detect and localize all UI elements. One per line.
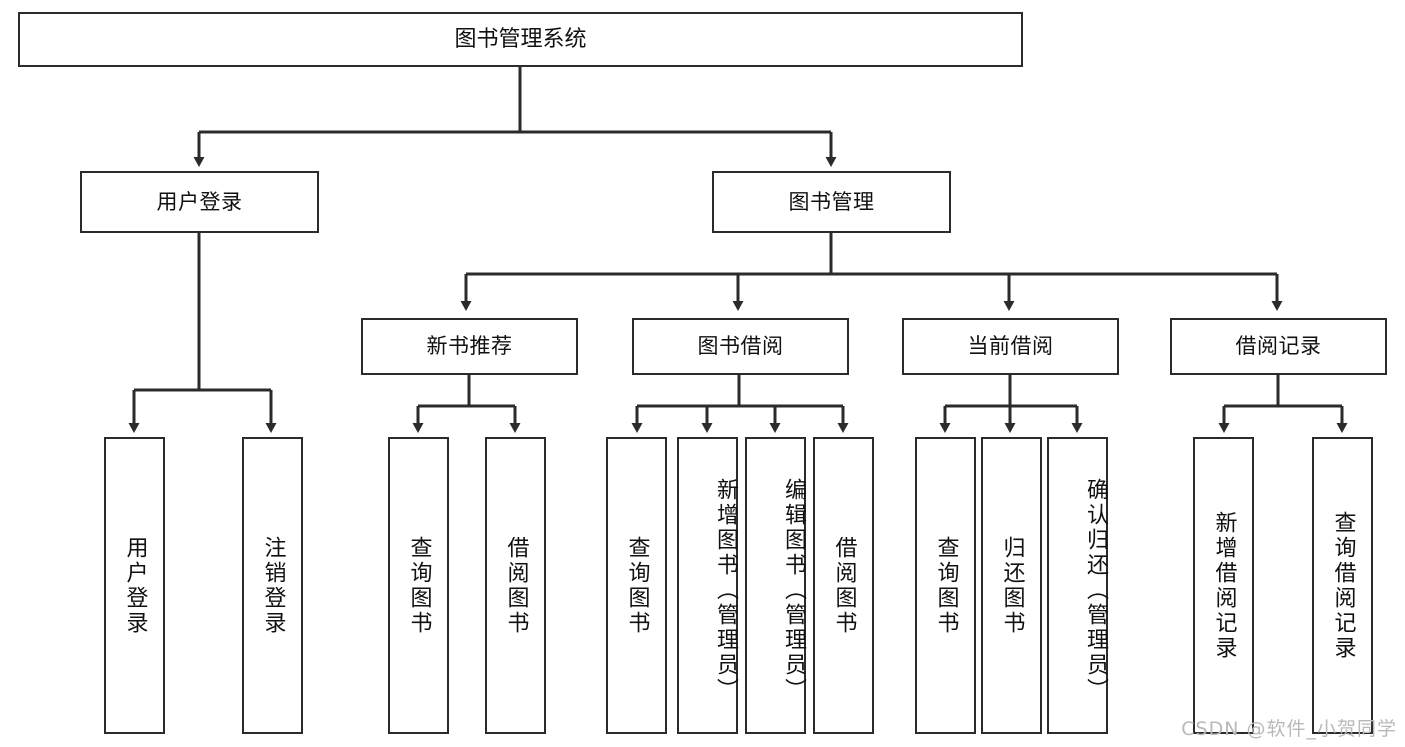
node-current-borrow[interactable]: 当前借阅 bbox=[902, 318, 1119, 375]
leaf-user-login[interactable]: 用户登录 bbox=[104, 437, 165, 734]
leaf-borrow-book[interactable]: 借阅图书 bbox=[813, 437, 874, 734]
node-book-borrow[interactable]: 图书借阅 bbox=[632, 318, 849, 375]
node-user-login[interactable]: 用户登录 bbox=[80, 171, 319, 233]
leaf-return-book[interactable]: 归还图书 bbox=[981, 437, 1042, 734]
node-label: 查询图书 bbox=[933, 535, 959, 636]
node-label: 当前借阅 bbox=[967, 334, 1054, 359]
node-label: 图书管理 bbox=[788, 189, 875, 214]
leaf-query-book-borrow[interactable]: 查询图书 bbox=[606, 437, 667, 734]
node-label: 借阅记录 bbox=[1235, 334, 1322, 359]
leaf-confirm-return-admin[interactable]: 确认归还（管理员） bbox=[1047, 437, 1108, 734]
leaf-query-book-recommend[interactable]: 查询图书 bbox=[388, 437, 449, 734]
leaf-add-book-admin[interactable]: 新增图书（管理员） bbox=[677, 437, 738, 734]
leaf-borrow-book-recommend[interactable]: 借阅图书 bbox=[485, 437, 546, 734]
node-label: 图书借阅 bbox=[697, 334, 784, 359]
node-label: 借阅图书 bbox=[831, 535, 857, 636]
leaf-query-book-current[interactable]: 查询图书 bbox=[915, 437, 976, 734]
node-label: 查询借阅记录 bbox=[1330, 510, 1356, 661]
node-borrow-record[interactable]: 借阅记录 bbox=[1170, 318, 1387, 375]
node-label: 用户登录 bbox=[156, 189, 243, 214]
node-book-management[interactable]: 图书管理 bbox=[712, 171, 951, 233]
leaf-query-borrow-record[interactable]: 查询借阅记录 bbox=[1312, 437, 1373, 734]
node-label: 编辑图书（管理员） bbox=[781, 478, 806, 703]
node-label: 新书推荐 bbox=[426, 334, 513, 359]
node-root-system[interactable]: 图书管理系统 bbox=[18, 12, 1023, 67]
leaf-add-borrow-record[interactable]: 新增借阅记录 bbox=[1193, 437, 1254, 734]
node-label: 借阅图书 bbox=[503, 535, 529, 636]
node-label: 新增借阅记录 bbox=[1211, 510, 1237, 661]
node-label: 查询图书 bbox=[624, 535, 650, 636]
leaf-logout[interactable]: 注销登录 bbox=[242, 437, 303, 734]
node-label: 归还图书 bbox=[999, 535, 1025, 636]
leaf-edit-book-admin[interactable]: 编辑图书（管理员） bbox=[745, 437, 806, 734]
node-label: 查询图书 bbox=[406, 535, 432, 636]
watermark: CSDN @软件_小贺同学 bbox=[1181, 718, 1397, 740]
node-label: 确认归还（管理员） bbox=[1083, 478, 1108, 703]
node-label: 新增图书（管理员） bbox=[713, 478, 738, 703]
node-label: 用户登录 bbox=[122, 535, 148, 636]
node-label: 图书管理系统 bbox=[454, 26, 587, 52]
node-label: 注销登录 bbox=[260, 535, 286, 636]
node-new-book-recommend[interactable]: 新书推荐 bbox=[361, 318, 578, 375]
